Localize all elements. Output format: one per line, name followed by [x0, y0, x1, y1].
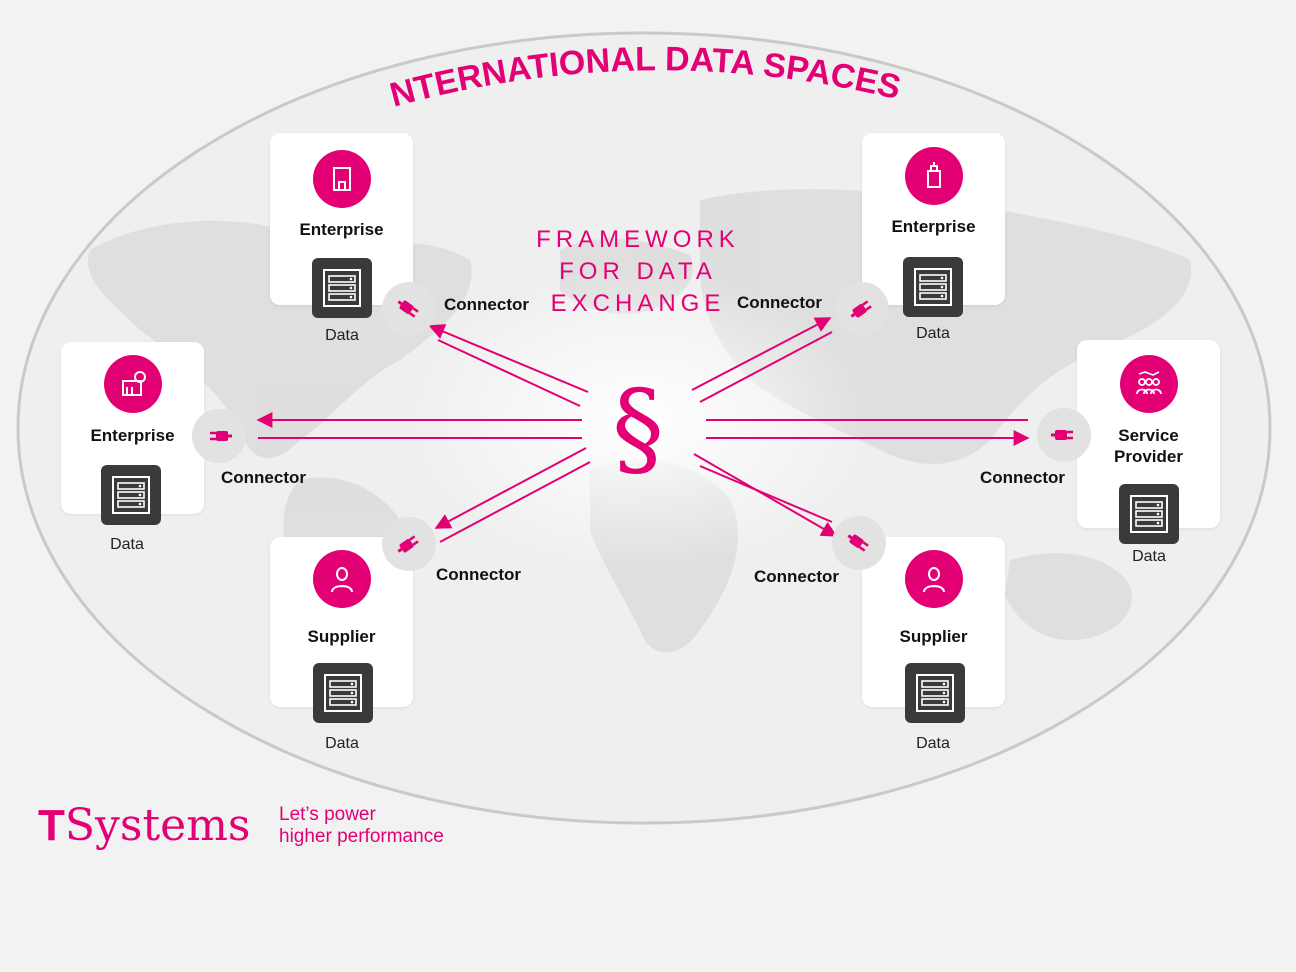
t-systems-logo: TSystems: [38, 800, 251, 852]
framework-line2: FOR DATA: [559, 258, 717, 285]
enterprise-top-right-name: Enterprise: [891, 217, 976, 236]
people-network-icon: [1120, 355, 1178, 413]
arrow-from-br: [699, 465, 833, 523]
arrow-to-tl: [428, 324, 589, 393]
arrow-from-bl: [439, 461, 591, 543]
plug-icon: [382, 517, 436, 571]
plug-icon: [192, 409, 246, 463]
enterprise-top-right-data-label: Data: [916, 325, 950, 342]
factory-icon: [104, 355, 162, 413]
enterprise-top-left-data-label: Data: [325, 327, 359, 344]
server-icon: [1119, 484, 1179, 544]
person-icon: [905, 550, 963, 608]
service-provider-name-line1: Service: [1118, 426, 1179, 445]
enterprise-top-left-connector-label: Connector: [444, 295, 529, 314]
arrow-to-br: [693, 453, 838, 537]
arrow-to-bl: [434, 447, 587, 529]
supplier-bottom-left-data-label: Data: [325, 735, 359, 752]
logo-word: Systems: [64, 800, 251, 851]
tagline-line1: Let’s power: [279, 804, 376, 825]
tagline-line2: higher performance: [279, 826, 444, 847]
plug-icon: [1037, 408, 1091, 462]
logo-t: T: [38, 801, 65, 850]
framework-label: FRAMEWORK FOR DATA EXCHANGE: [520, 224, 756, 320]
service-provider-connector-label: Connector: [980, 468, 1065, 487]
center-glow: [410, 270, 870, 570]
plug-icon: [835, 282, 889, 336]
server-icon: [313, 663, 373, 723]
enterprise-left-data-label: Data: [110, 536, 144, 553]
supplier-bottom-right-data-label: Data: [916, 735, 950, 752]
building-icon: [313, 150, 371, 208]
arrow-from-tl: [437, 339, 581, 407]
plug-icon: [832, 516, 886, 570]
supplier-bottom-right-connector-label: Connector: [754, 567, 839, 586]
supplier-bottom-left-connector-label: Connector: [436, 565, 521, 584]
service-provider-data-label: Data: [1132, 548, 1166, 565]
connection-arrows: [256, 317, 1030, 543]
tower-icon: [905, 147, 963, 205]
supplier-bottom-right-name: Supplier: [899, 627, 968, 646]
service-provider-name-line2: Provider: [1114, 447, 1183, 466]
service-provider-name: Service Provider: [1077, 425, 1220, 467]
server-icon: [905, 663, 965, 723]
server-icon: [312, 258, 372, 318]
enterprise-top-left-name: Enterprise: [299, 220, 384, 239]
plug-icon: [382, 282, 436, 336]
arrow-from-tr: [699, 331, 833, 403]
enterprise-left-connector-label: Connector: [221, 468, 306, 487]
enterprise-left-name: Enterprise: [90, 426, 175, 445]
tagline: Let’s power higher performance: [279, 804, 444, 848]
server-icon: [101, 465, 161, 525]
framework-line3: EXCHANGE: [550, 290, 726, 317]
server-icon: [903, 257, 963, 317]
supplier-bottom-left-name: Supplier: [307, 627, 376, 646]
framework-line1: FRAMEWORK: [536, 226, 740, 253]
person-icon: [313, 550, 371, 608]
paragraph-symbol: §: [612, 367, 664, 489]
arrow-to-tr: [691, 317, 832, 391]
enterprise-top-right-connector-label: Connector: [737, 293, 822, 312]
